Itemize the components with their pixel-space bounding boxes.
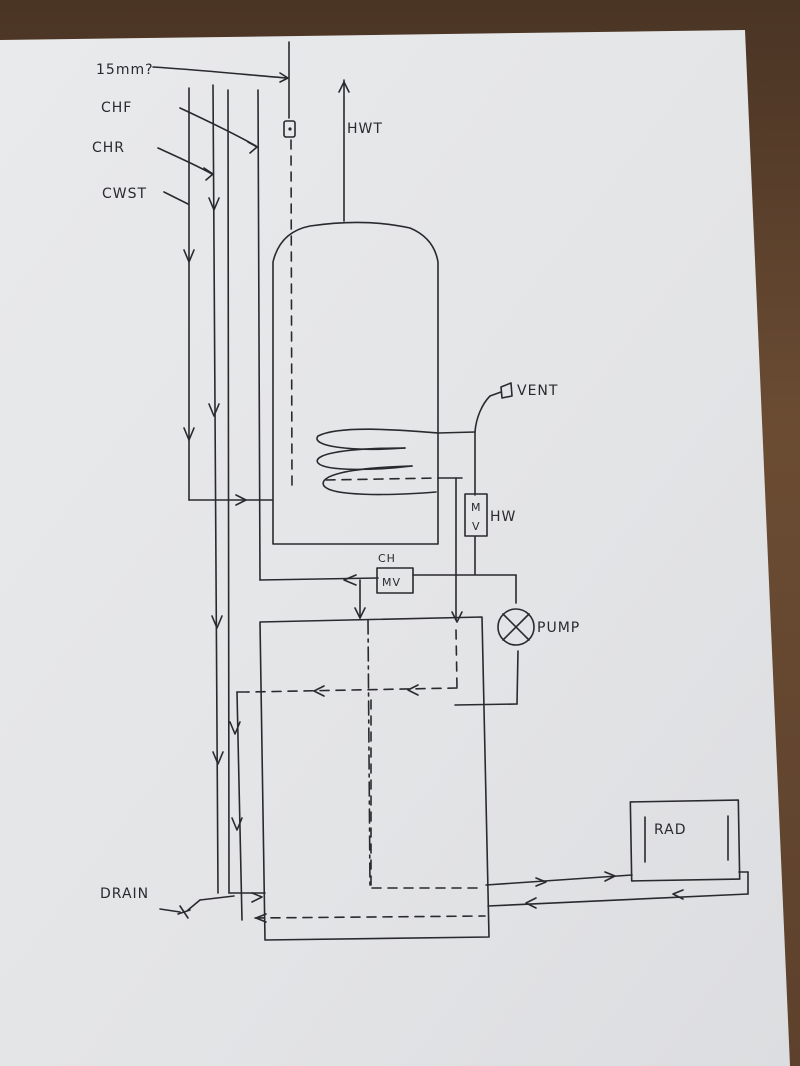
label-vent: VENT bbox=[517, 383, 558, 399]
hw-motorised-valve bbox=[464, 493, 488, 537]
label-cwst: CWST bbox=[102, 186, 147, 202]
label-pump: PUMP bbox=[537, 620, 580, 636]
hot-water-cylinder bbox=[272, 221, 439, 545]
label-rad: RAD bbox=[654, 822, 687, 838]
lower-tank bbox=[236, 616, 490, 941]
label-hwt: HWT bbox=[347, 121, 383, 137]
cold-feed-pipe bbox=[227, 89, 266, 894]
label-15mm: 15mm? bbox=[96, 62, 154, 78]
label-drain: DRAIN bbox=[100, 886, 149, 902]
leader-lines bbox=[152, 66, 289, 205]
ch-motorised-valve bbox=[354, 567, 414, 619]
hwt-pipe bbox=[338, 79, 350, 222]
label-ch: CH bbox=[378, 552, 396, 565]
drain-valve-icon bbox=[159, 895, 235, 919]
label-hw-v: V bbox=[472, 520, 481, 533]
vent-valve-icon bbox=[500, 382, 513, 399]
primary-pipework bbox=[412, 391, 519, 706]
label-hw: HW bbox=[490, 509, 516, 525]
arrow-icon bbox=[183, 197, 684, 923]
label-chf: CHF bbox=[101, 100, 132, 116]
paper-sheet bbox=[0, 30, 790, 1066]
label-ch-mv: MV bbox=[382, 576, 401, 589]
chf-pipe bbox=[257, 89, 379, 581]
cylinder-coil bbox=[316, 428, 439, 496]
vent-pipe-15mm bbox=[283, 41, 296, 491]
label-hw-m: M bbox=[471, 501, 482, 514]
cwst-pipe bbox=[188, 87, 273, 501]
radiator bbox=[485, 799, 749, 907]
pump-icon bbox=[497, 608, 535, 646]
label-chr: CHR bbox=[92, 140, 125, 156]
chr-pipe bbox=[212, 84, 219, 894]
